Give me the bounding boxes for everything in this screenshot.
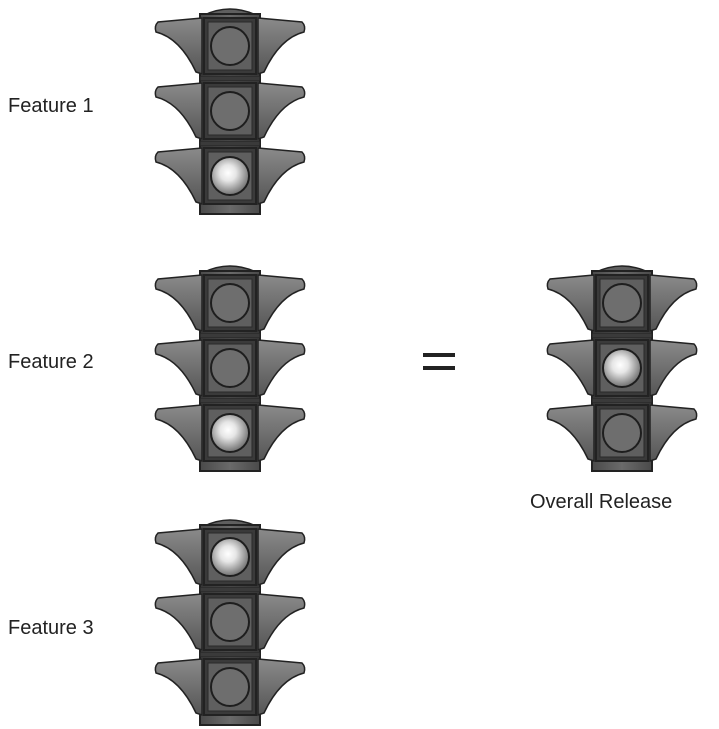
separator — [199, 651, 261, 658]
separator — [199, 140, 261, 147]
visor-left — [154, 658, 203, 717]
visor-left — [154, 593, 203, 652]
visor-right — [257, 17, 306, 76]
visor-right — [649, 339, 698, 398]
visor-left — [154, 17, 203, 76]
lens-top — [210, 283, 250, 323]
traffic-light-icon — [154, 8, 306, 215]
overall-release-label: Overall Release — [530, 491, 673, 513]
visor-right — [257, 528, 306, 587]
overall-release-traffic-light — [542, 257, 702, 475]
visor-left — [546, 339, 595, 398]
visor-left — [154, 404, 203, 463]
feature-1-traffic-light — [150, 0, 310, 218]
visor-right — [257, 339, 306, 398]
feature-1-label: Feature 1 — [8, 95, 94, 117]
lens-middle-lit — [602, 348, 642, 388]
lens-middle — [210, 602, 250, 642]
visor-left — [154, 528, 203, 587]
lens-middle — [210, 348, 250, 388]
lens-middle — [210, 91, 250, 131]
traffic-light-icon — [546, 265, 698, 472]
separator — [591, 332, 653, 339]
visor-right — [649, 404, 698, 463]
lens-bottom — [210, 667, 250, 707]
visor-left — [154, 147, 203, 206]
visor-right — [257, 658, 306, 717]
feature-3-traffic-light — [150, 511, 310, 729]
visor-left — [154, 274, 203, 333]
separator — [199, 397, 261, 404]
visor-right — [257, 404, 306, 463]
visor-left — [546, 404, 595, 463]
separator — [199, 332, 261, 339]
lens-top — [210, 26, 250, 66]
traffic-light-icon — [154, 265, 306, 472]
visor-right — [649, 274, 698, 333]
visor-right — [257, 274, 306, 333]
equals-bar-top — [423, 353, 455, 357]
separator — [591, 397, 653, 404]
separator — [199, 75, 261, 82]
feature-2-label: Feature 2 — [8, 351, 94, 373]
separator — [199, 586, 261, 593]
lens-top — [602, 283, 642, 323]
lens-bottom-lit — [210, 413, 250, 453]
feature-2-traffic-light — [150, 257, 310, 475]
visor-right — [257, 147, 306, 206]
visor-right — [257, 82, 306, 141]
visor-left — [546, 274, 595, 333]
lens-bottom — [602, 413, 642, 453]
visor-left — [154, 82, 203, 141]
equals-icon — [423, 353, 455, 370]
traffic-light-icon — [154, 519, 306, 726]
feature-3-label: Feature 3 — [8, 617, 94, 639]
visor-right — [257, 593, 306, 652]
lens-top-lit — [210, 537, 250, 577]
lens-bottom-lit — [210, 156, 250, 196]
equals-bar-bottom — [423, 366, 455, 370]
visor-left — [154, 339, 203, 398]
